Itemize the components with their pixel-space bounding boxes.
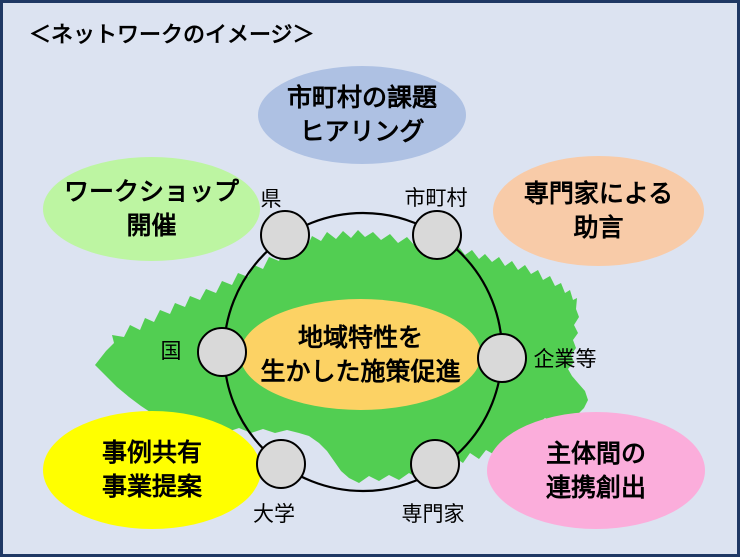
callout-collaboration-line1: 主体間の [545, 439, 646, 468]
callout-collaboration-line2: 連携創出 [545, 473, 646, 502]
node-national-government [197, 327, 247, 377]
callout-municipal-issue-hearing: 市町村の課題 ヒアリング [258, 66, 466, 164]
callout-case-sharing-proposal: 事例共有 事業提案 [43, 411, 261, 529]
node-companies [477, 333, 527, 383]
label-prefecture: 県 [260, 188, 282, 211]
callout-advice-line1: 専門家による [523, 180, 674, 208]
callout-workshop: ワークショップ 開催 [43, 157, 260, 261]
center-goal-line1: 地域特性を [297, 323, 423, 352]
callout-case-sharing-line1: 事例共有 [101, 439, 202, 467]
diagram-title: ＜ネットワークのイメージ＞ [29, 22, 315, 47]
label-national-government: 国 [160, 340, 182, 363]
callout-advice-line2: 助言 [573, 214, 624, 242]
center-goal-ellipse: 地域特性を 生かした施策促進 [240, 299, 481, 410]
label-university: 大学 [253, 503, 295, 526]
node-prefecture [260, 210, 310, 260]
callout-hearing-line1: 市町村の課題 [286, 84, 437, 112]
node-experts [410, 439, 460, 489]
callout-case-sharing-line2: 事業提案 [101, 473, 202, 501]
callout-expert-advice: 専門家による 助言 [493, 156, 704, 266]
center-goal-line2: 生かした施策促進 [260, 357, 461, 386]
callout-workshop-line2: 開催 [126, 212, 177, 240]
callout-collaboration-creation: 主体間の 連携創出 [487, 412, 705, 529]
callout-hearing-line2: ヒアリング [299, 118, 425, 146]
label-experts: 専門家 [401, 503, 465, 526]
node-municipalities [412, 210, 462, 260]
label-municipalities: 市町村 [404, 187, 468, 210]
callout-workshop-line1: ワークショップ [63, 178, 239, 206]
label-companies: 企業等 [533, 348, 597, 371]
node-university [256, 439, 306, 489]
